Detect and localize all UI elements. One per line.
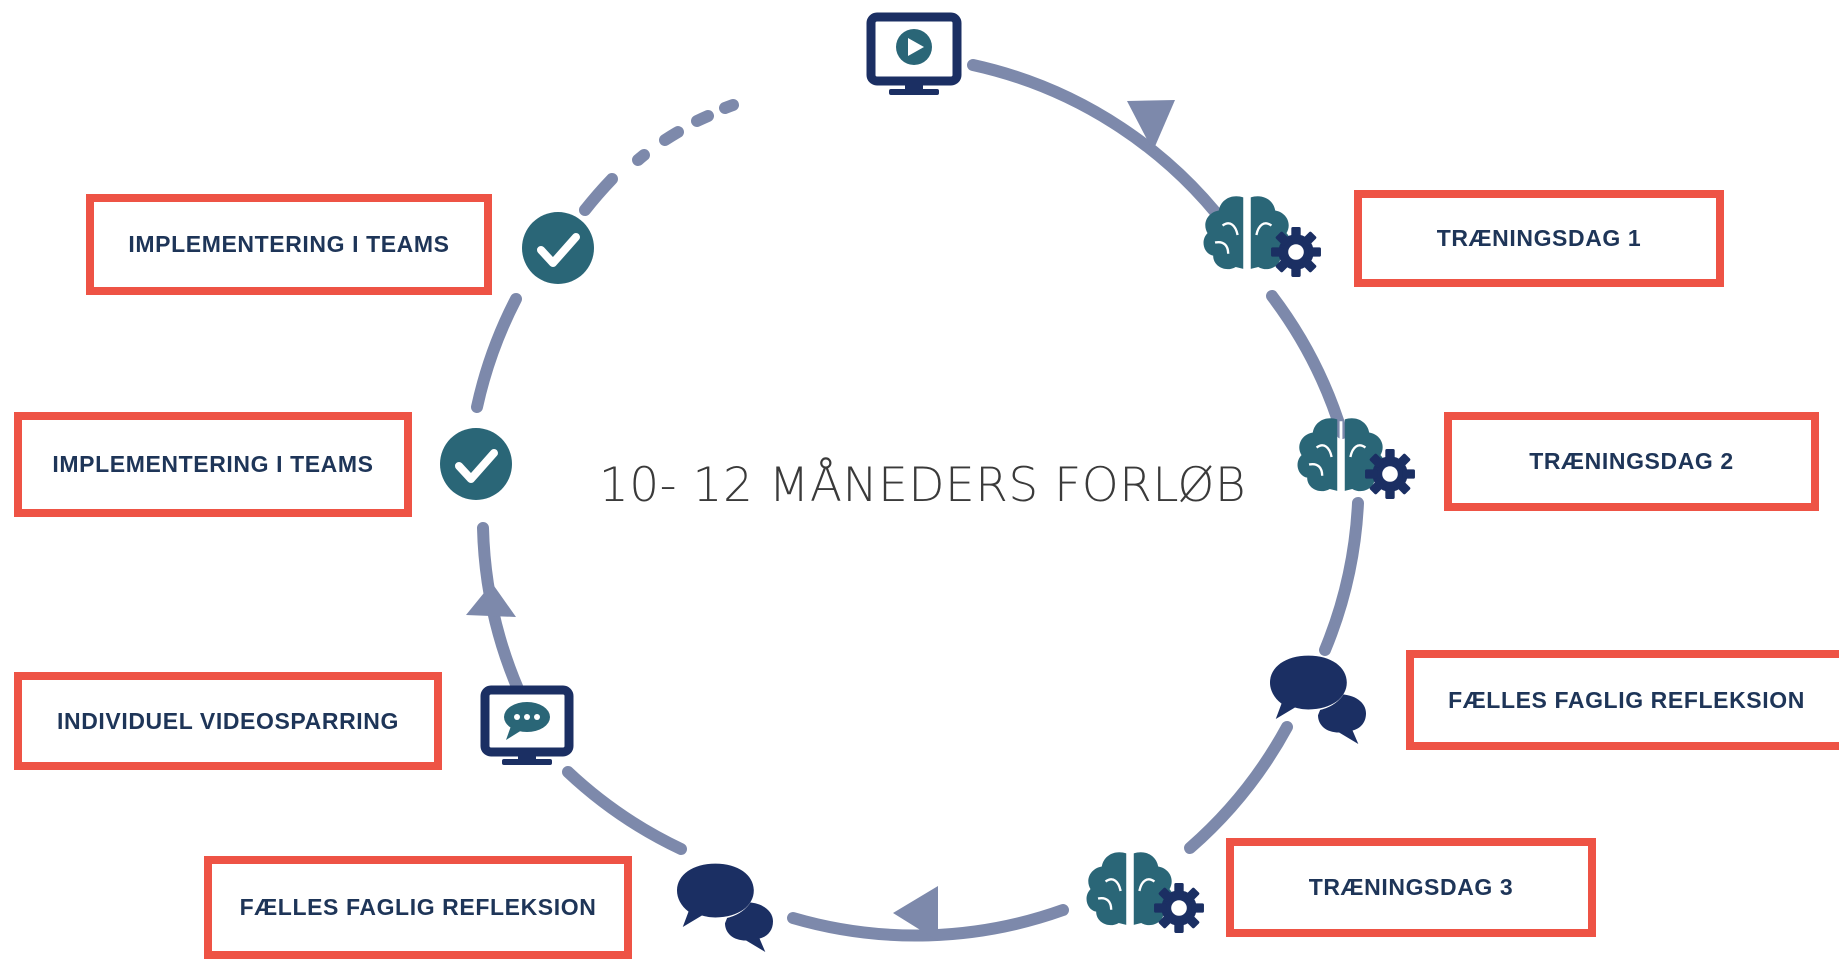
step-label-traeningsdag-1: TRÆNINGSDAG 1	[1354, 190, 1724, 287]
step-label-traeningsdag-2: TRÆNINGSDAG 2	[1444, 412, 1819, 511]
step-label-implementering-i-teams-lower: IMPLEMENTERING I TEAMS	[14, 412, 412, 517]
step-label-faelles-faglig-refleksion-bottom: FÆLLES FAGLIG REFLEKSION	[204, 856, 632, 959]
arrowheads	[466, 100, 1175, 941]
step-label-individuel-videosparring: INDIVIDUEL VIDEOSPARRING	[14, 672, 442, 770]
arrowhead-left	[466, 583, 516, 617]
arrowhead-bottom	[893, 886, 938, 941]
check-circle-icon	[522, 212, 594, 284]
brain-gear-icon	[1202, 194, 1321, 277]
monitor-chat-icon	[480, 685, 574, 765]
arrowhead-right	[1127, 100, 1175, 151]
check-circle-icon	[440, 428, 512, 500]
step-label-implementering-i-teams-upper: IMPLEMENTERING I TEAMS	[86, 194, 492, 295]
video-monitor-icon	[866, 12, 962, 95]
chat-bubbles-icon	[677, 861, 773, 952]
diagram-title: 10- 12 MÅNEDERS FORLØB	[598, 458, 1247, 513]
brain-gear-icon	[1085, 850, 1204, 933]
step-label-faelles-faglig-refleksion-right: FÆLLES FAGLIG REFLEKSION	[1406, 650, 1839, 750]
step-label-traeningsdag-3: TRÆNINGSDAG 3	[1226, 838, 1596, 937]
